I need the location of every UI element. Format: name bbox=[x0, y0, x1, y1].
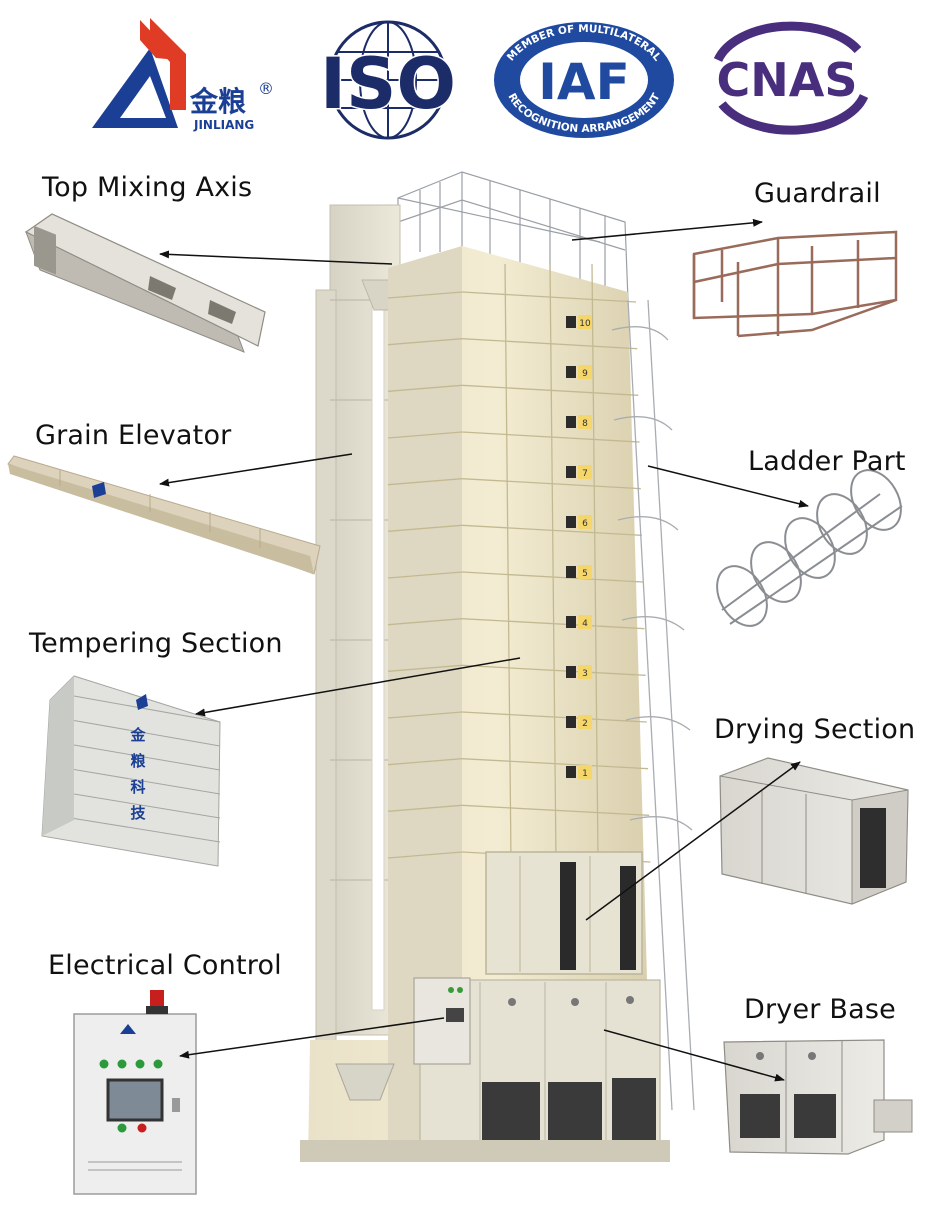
callout-arrows bbox=[159, 218, 809, 1082]
level-number: 7 bbox=[582, 469, 588, 479]
ladder-cage bbox=[611, 299, 695, 1111]
brand-cn-text: 金粮 bbox=[189, 85, 246, 118]
level-badge bbox=[578, 765, 592, 779]
level-number: 9 bbox=[582, 369, 588, 379]
arrow-top-mixing-axis bbox=[159, 250, 393, 265]
level-number: 8 bbox=[582, 419, 588, 429]
iaf-text: IAF bbox=[538, 53, 629, 111]
label-dryer-base: Dryer Base bbox=[744, 994, 896, 1025]
level-badge bbox=[578, 615, 592, 629]
level-marker bbox=[566, 516, 576, 528]
guardrail-image bbox=[692, 230, 898, 338]
jinliang-logo: 金粮 JINLIANG ® bbox=[92, 18, 274, 132]
label-guardrail: Guardrail bbox=[754, 178, 881, 209]
label-ladder-part: Ladder Part bbox=[748, 446, 906, 477]
registered-mark: ® bbox=[258, 79, 274, 98]
arrow-electrical-control bbox=[179, 1017, 445, 1059]
tempering-char: 金 bbox=[129, 726, 146, 744]
level-badge bbox=[578, 365, 592, 379]
ladder-part-image bbox=[716, 469, 903, 627]
label-top-mixing-axis: Top Mixing Axis bbox=[42, 172, 253, 203]
level-badge bbox=[578, 315, 592, 329]
cnas-logo: CNAS bbox=[713, 21, 869, 135]
label-grain-elevator: Grain Elevator bbox=[35, 420, 232, 451]
arrow-drying-section bbox=[585, 761, 801, 921]
electrical-control-image bbox=[73, 990, 197, 1195]
dryer-tower: 10 9 8 7 6 5 4 3 2 1 bbox=[300, 171, 695, 1162]
iso-text: ISO bbox=[320, 43, 456, 125]
level-badge bbox=[578, 665, 592, 679]
level-marker bbox=[566, 616, 576, 628]
arrow-dryer-base bbox=[603, 1029, 785, 1082]
drying-section-image bbox=[719, 757, 909, 905]
tempering-char: 技 bbox=[130, 804, 146, 822]
tempering-char: 粮 bbox=[130, 752, 146, 770]
level-marker bbox=[566, 466, 576, 478]
level-marker bbox=[566, 416, 576, 428]
level-badge bbox=[578, 415, 592, 429]
iaf-logo: MEMBER OF MULTILATERAL RECOGNITION ARRAN… bbox=[494, 22, 674, 138]
level-number: 3 bbox=[582, 669, 588, 679]
arrow-tempering-section bbox=[195, 657, 521, 717]
level-marker bbox=[566, 366, 576, 378]
level-marker bbox=[566, 766, 576, 778]
tower-panel-grid bbox=[387, 263, 651, 863]
label-electrical-control: Electrical Control bbox=[48, 950, 282, 981]
arrow-ladder-part bbox=[647, 465, 809, 508]
label-drying-section: Drying Section bbox=[714, 714, 916, 745]
grain-elevator-image bbox=[7, 455, 321, 575]
iso-logo: ISO bbox=[319, 20, 457, 140]
top-mixing-axis-image bbox=[24, 213, 266, 353]
level-number-badges: 10 9 8 7 6 5 4 3 2 1 bbox=[566, 315, 592, 779]
brand-en-text: JINLIANG bbox=[193, 118, 254, 132]
dryer-base-image bbox=[723, 1039, 913, 1155]
level-marker bbox=[566, 666, 576, 678]
label-tempering-section: Tempering Section bbox=[29, 628, 283, 659]
arrow-grain-elevator bbox=[159, 453, 353, 487]
arrow-guardrail bbox=[571, 218, 763, 241]
level-marker bbox=[566, 566, 576, 578]
tempering-char: 科 bbox=[130, 778, 145, 796]
level-number: 1 bbox=[582, 769, 588, 779]
level-marker bbox=[566, 316, 576, 328]
level-marker bbox=[566, 716, 576, 728]
level-number: 4 bbox=[582, 619, 588, 629]
level-badge bbox=[578, 465, 592, 479]
level-badge bbox=[578, 565, 592, 579]
level-badge bbox=[578, 715, 592, 729]
level-badge bbox=[578, 515, 592, 529]
level-number: 5 bbox=[582, 569, 588, 579]
level-number: 10 bbox=[579, 319, 591, 329]
level-number: 6 bbox=[582, 519, 588, 529]
level-number: 2 bbox=[582, 719, 588, 729]
cnas-text: CNAS bbox=[717, 53, 858, 107]
